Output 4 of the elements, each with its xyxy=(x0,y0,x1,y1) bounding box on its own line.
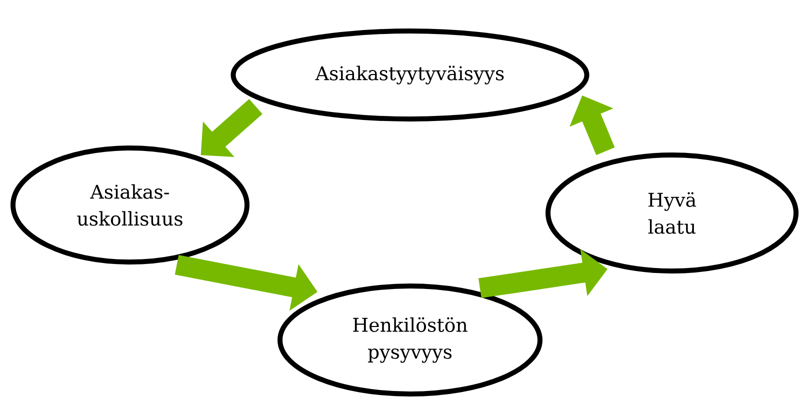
ellipse-node: Asiakas- uskollisuus xyxy=(10,146,250,264)
ellipse-node: Henkilöstön pysyvyys xyxy=(278,284,542,396)
ellipse-node: Asiakastyytyväisyys xyxy=(230,28,590,122)
ellipse-node: Hyvä laatu xyxy=(546,152,798,274)
